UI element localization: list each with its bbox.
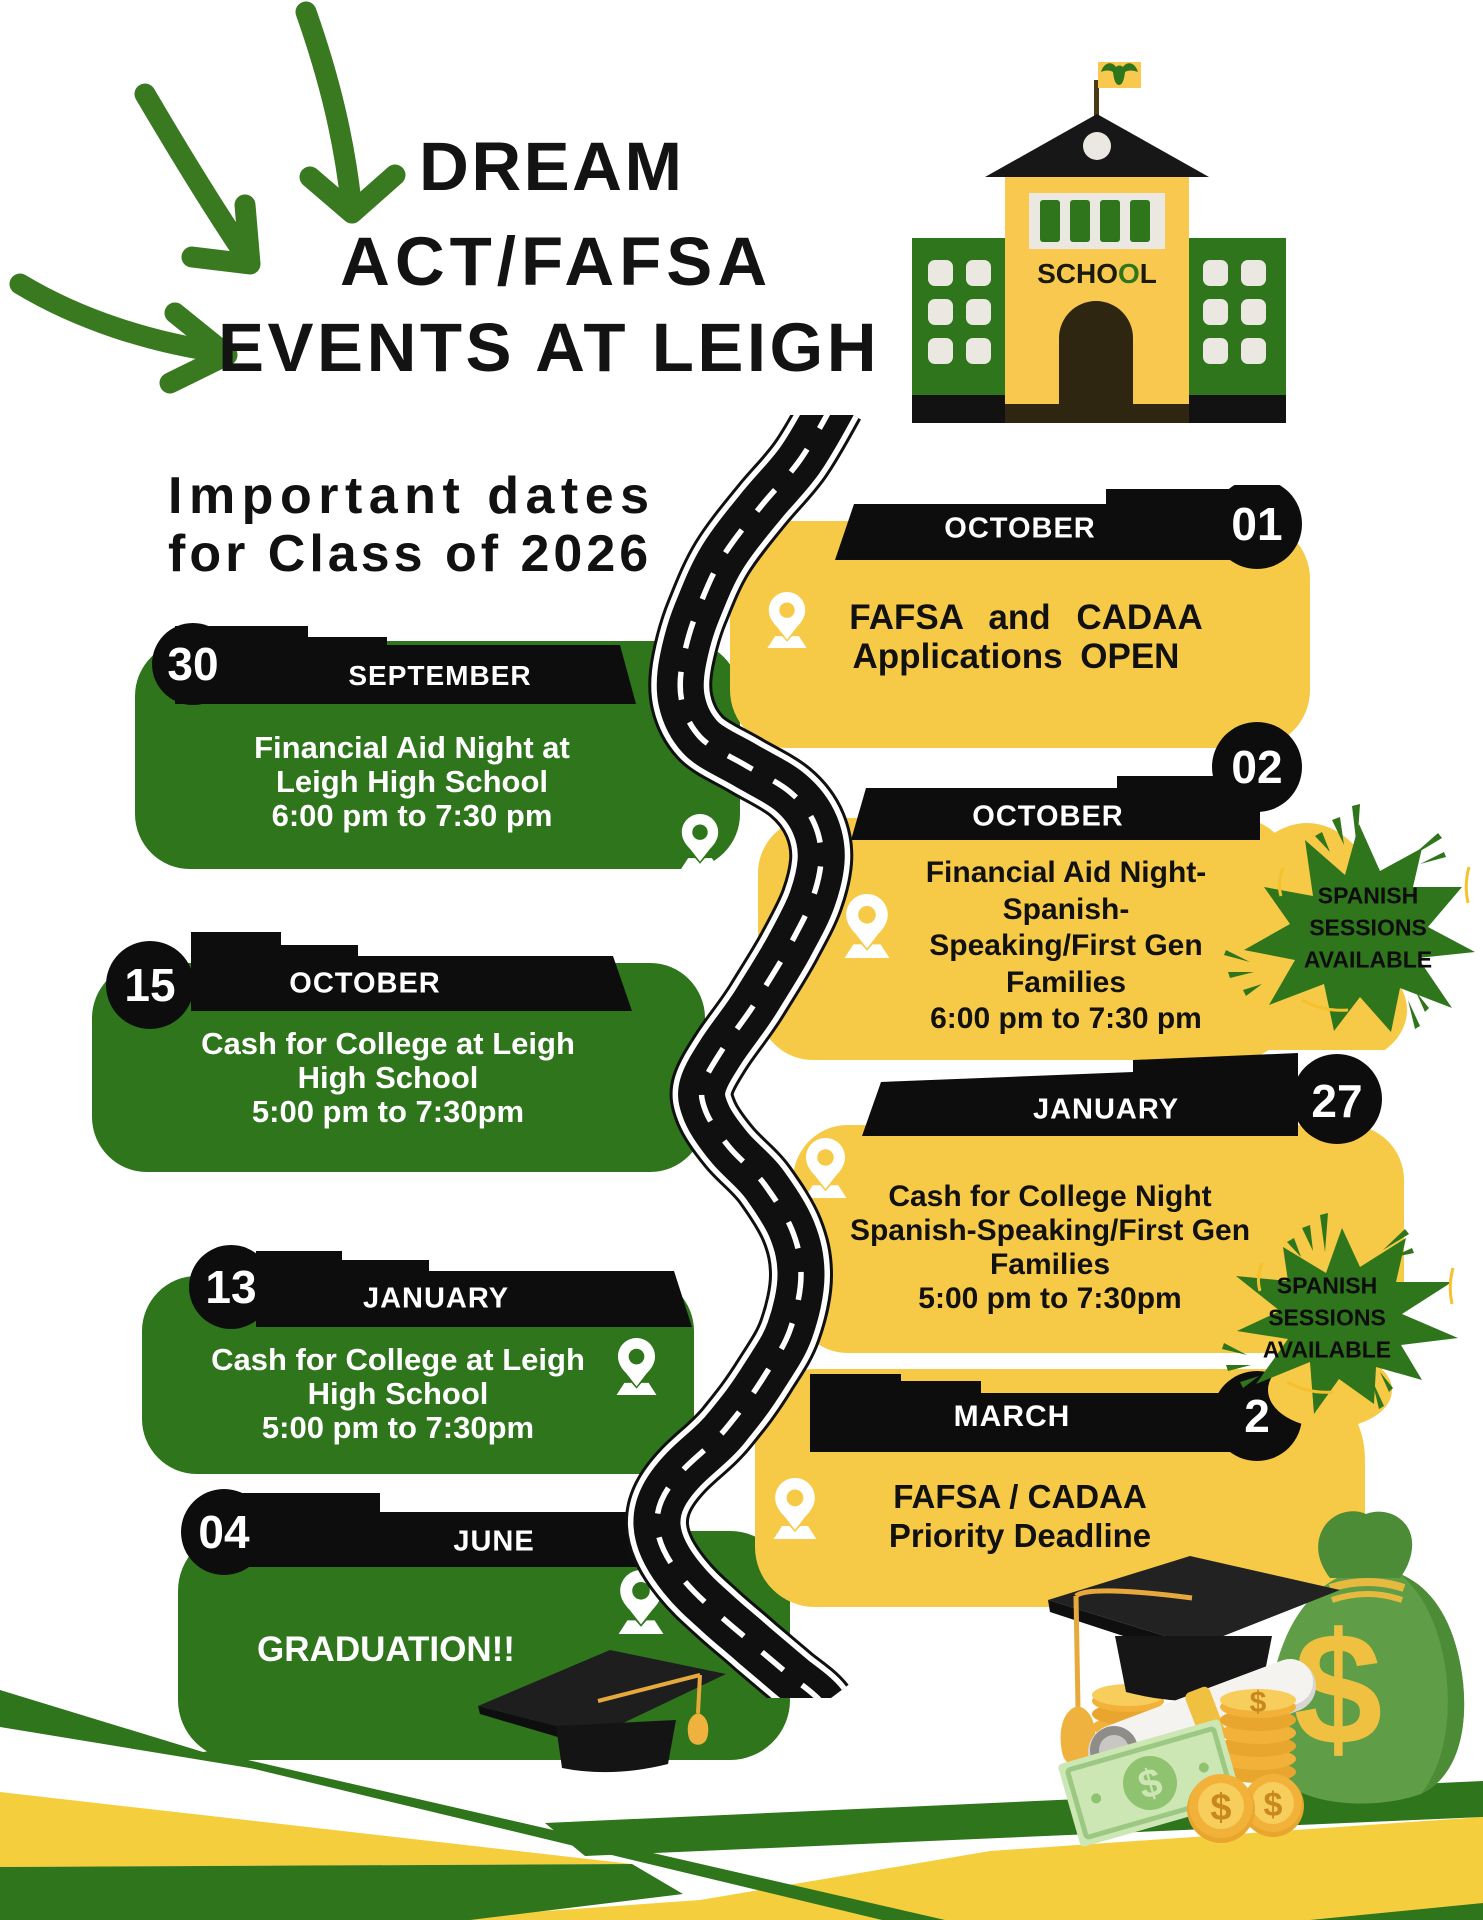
svg-text:SCHOOL: SCHOOL — [1037, 258, 1157, 289]
svg-text:$: $ — [1210, 1787, 1231, 1829]
svg-text:$: $ — [1264, 1786, 1283, 1824]
svg-text:$: $ — [1250, 1686, 1267, 1719]
